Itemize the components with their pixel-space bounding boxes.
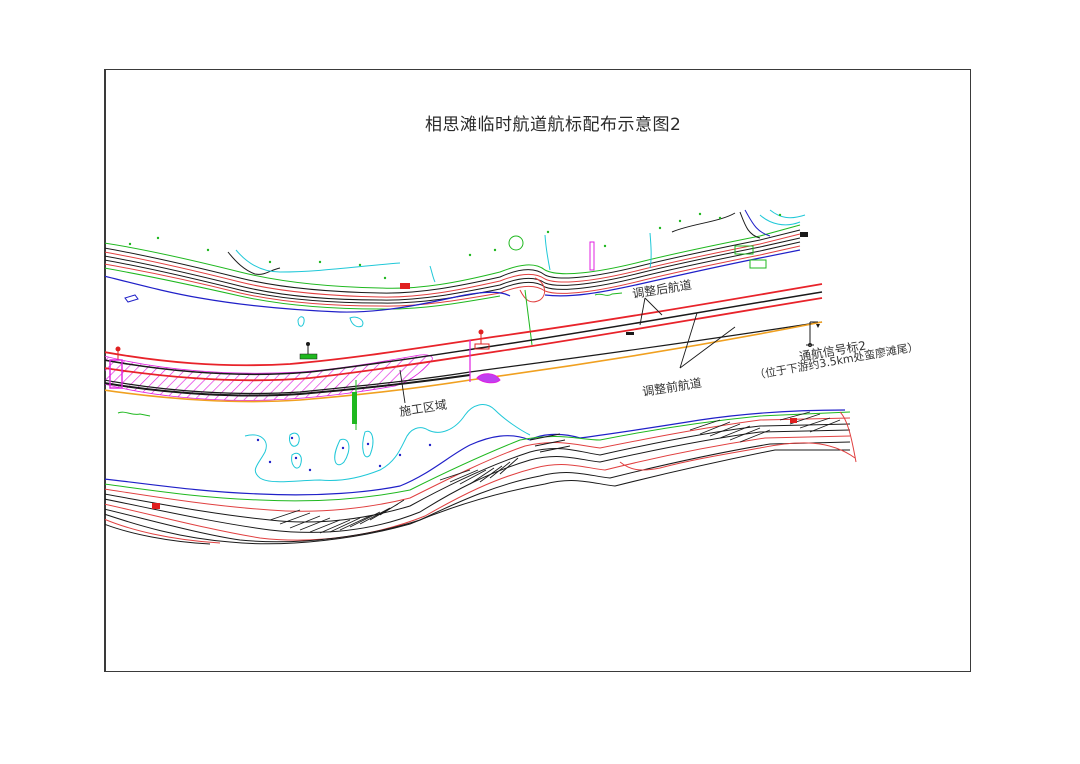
- navigation-marks: [109, 321, 820, 430]
- leader-lines: [399, 297, 736, 404]
- label-adjusted-channel: 调整后航道: [631, 277, 693, 301]
- label-construction-zone: 施工区域: [398, 398, 448, 419]
- north-bank-contours: [105, 209, 808, 417]
- red-buoy-icon: [478, 329, 484, 335]
- survey-points: [128, 212, 782, 280]
- shoal-outlines: [244, 404, 531, 483]
- green-buoy-icon: [299, 353, 318, 360]
- label-original-channel: 调整前航道: [641, 375, 703, 399]
- original-channel-upper: [105, 291, 823, 376]
- adjusted-channel-upper: [105, 283, 823, 367]
- drawing-title: 相思滩临时航道航标配布示意图2: [425, 115, 682, 135]
- channel-edge: [105, 321, 823, 403]
- original-channel-lower: [105, 321, 823, 395]
- signal-mark-icon: [806, 321, 820, 347]
- channel-lines: [105, 283, 823, 403]
- steep-slope-hatch: [269, 411, 841, 534]
- depth-points: [256, 436, 432, 472]
- adjusted-channel-lower: [105, 297, 823, 382]
- red-buoy-icon: [115, 346, 121, 352]
